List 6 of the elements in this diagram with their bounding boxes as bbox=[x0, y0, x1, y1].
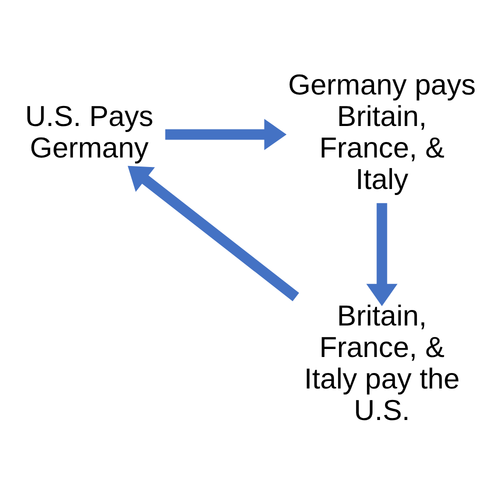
arrow bbox=[128, 166, 300, 302]
arrow bbox=[366, 203, 398, 306]
node-text: U.S. Pays Germany bbox=[25, 101, 154, 165]
node-text: Germany pays Britain, France, & Italy bbox=[288, 70, 476, 196]
node-text: Britain, France, & Italy pay the U.S. bbox=[304, 300, 460, 428]
arrow bbox=[165, 118, 287, 150]
